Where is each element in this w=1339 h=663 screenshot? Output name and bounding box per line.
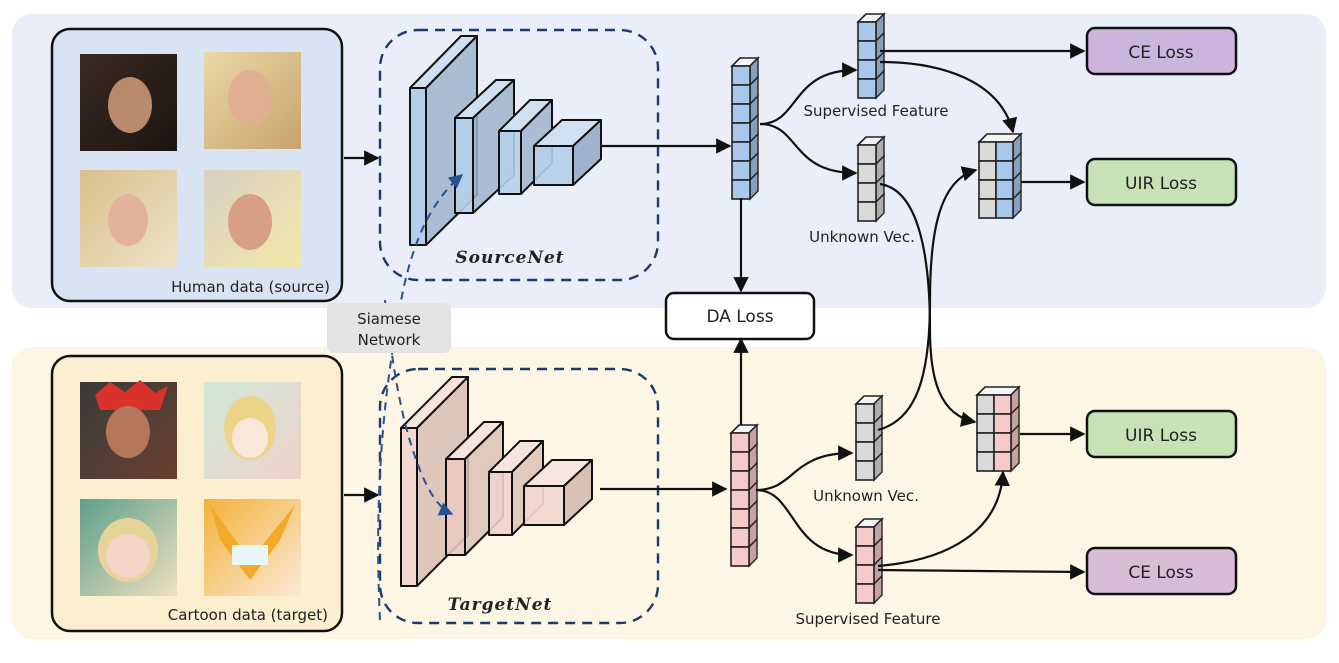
target-unknown-to-source-combined bbox=[877, 166, 978, 432]
source-supervised-feature bbox=[856, 12, 886, 100]
source-feature-vector-cell bbox=[731, 179, 751, 200]
source-uir-loss-label: UIR Loss bbox=[1125, 174, 1197, 194]
source-combined-feature-cell bbox=[995, 179, 1014, 200]
source-ce-loss-label: CE Loss bbox=[1128, 43, 1193, 63]
source-combined-feature-cell bbox=[978, 141, 997, 162]
target-combined-feature-cell bbox=[976, 451, 995, 472]
target-supervised-to-ce bbox=[877, 564, 1086, 580]
source-combined-feature-cell bbox=[995, 160, 1014, 181]
siamese-network-badge: Siamese Network bbox=[327, 303, 451, 353]
target-combined-feature-cell bbox=[976, 413, 995, 434]
target-supervised-feature-cell bbox=[855, 564, 875, 585]
source-feature-vector-cell bbox=[731, 122, 751, 143]
source-feature-vector bbox=[730, 56, 760, 201]
target-feature-vector bbox=[729, 423, 759, 568]
targetnet-container bbox=[378, 367, 660, 625]
source-supervised-feature-cell bbox=[857, 59, 877, 80]
target-combined-feature-cell bbox=[993, 432, 1012, 453]
source-supervised-feature-cell bbox=[857, 40, 877, 61]
source-feature-vector-cell bbox=[731, 160, 751, 181]
source-data-label: Human data (source) bbox=[171, 278, 330, 296]
target-unknown-vector-cell bbox=[855, 460, 875, 481]
target-uir-loss-label: UIR Loss bbox=[1125, 426, 1197, 446]
sourcenet-layers bbox=[409, 35, 602, 246]
target-supervised-label: Supervised Feature bbox=[795, 610, 940, 628]
source-unknown-vector bbox=[856, 135, 886, 223]
source-supervised-feature-cell bbox=[857, 21, 877, 42]
source-data-box: Human data (source) bbox=[50, 27, 344, 303]
source-supervised-label: Supervised Feature bbox=[803, 102, 948, 120]
sourcenet-container bbox=[378, 28, 660, 282]
sourcenet-label: SourceNet bbox=[455, 248, 564, 268]
target-unknown-vector-cell bbox=[855, 403, 875, 424]
source-feature-vector-cell bbox=[731, 84, 751, 105]
target-combined-feature bbox=[975, 385, 1021, 473]
target-branch-supervised bbox=[755, 488, 854, 563]
source-combined-feature-cell bbox=[978, 198, 997, 219]
target-uir-loss-box: UIR Loss bbox=[1085, 409, 1238, 459]
target-supervised-to-combined bbox=[877, 470, 1010, 568]
target-combined-feature-cell bbox=[993, 413, 1012, 434]
source-unknown-vector-cell bbox=[857, 144, 877, 165]
target-supervised-feature-cell bbox=[855, 526, 875, 547]
target-unknown-vector bbox=[854, 394, 884, 482]
target-feature-vector-cell bbox=[730, 527, 750, 548]
target-feature-vector-cell bbox=[730, 508, 750, 529]
source-branch-supervised bbox=[759, 62, 858, 126]
target-data-box: Cartoon data (target) bbox=[50, 354, 344, 633]
source-feature-vector-cell bbox=[731, 65, 751, 86]
target-supervised-feature-cell bbox=[855, 583, 875, 604]
target-combined-feature-cell bbox=[976, 432, 995, 453]
siamese-label-line2: Network bbox=[358, 331, 421, 349]
source-feature-vector-cell bbox=[731, 103, 751, 124]
target-unknown-vector-cell bbox=[855, 422, 875, 443]
source-ce-loss-box: CE Loss bbox=[1085, 26, 1238, 76]
siamese-label-line1: Siamese bbox=[357, 310, 421, 328]
source-unknown-vector-cell bbox=[857, 201, 877, 222]
source-combined-feature-cell bbox=[995, 198, 1014, 219]
source-combined-feature bbox=[977, 132, 1023, 220]
target-combined-feature-cell bbox=[993, 451, 1012, 472]
target-unknown-label: Unknown Vec. bbox=[813, 487, 919, 505]
target-feature-vector-cell bbox=[730, 432, 750, 453]
da-loss-box: DA Loss bbox=[664, 291, 816, 341]
target-feature-vector-cell bbox=[730, 470, 750, 491]
sourcenet-layer-4 bbox=[533, 119, 602, 186]
target-data-label: Cartoon data (target) bbox=[168, 606, 328, 624]
targetnet-label: TargetNet bbox=[448, 595, 553, 615]
da-loss-label: DA Loss bbox=[706, 307, 773, 327]
source-unknown-vector-cell bbox=[857, 163, 877, 184]
target-supervised-feature-cell bbox=[855, 545, 875, 566]
target-ce-loss-label: CE Loss bbox=[1128, 563, 1193, 583]
targetnet-layer-4 bbox=[523, 459, 593, 526]
target-combined-feature-cell bbox=[993, 394, 1012, 415]
source-unknown-label: Unknown Vec. bbox=[809, 228, 915, 246]
target-branch-unknown bbox=[755, 445, 854, 492]
source-combined-feature-cell bbox=[978, 160, 997, 181]
source-unknown-vector-cell bbox=[857, 182, 877, 203]
source-branch-unknown bbox=[759, 122, 858, 181]
target-supervised-feature bbox=[854, 517, 884, 605]
source-supervised-feature-cell bbox=[857, 78, 877, 99]
source-combined-feature-cell bbox=[995, 141, 1014, 162]
target-feature-vector-cell bbox=[730, 546, 750, 567]
target-unknown-vector-cell bbox=[855, 441, 875, 462]
target-feature-vector-cell bbox=[730, 489, 750, 510]
source-feature-vector-cell bbox=[731, 141, 751, 162]
source-combined-feature-cell bbox=[978, 179, 997, 200]
source-supervised-to-combined bbox=[879, 60, 1018, 134]
target-combined-feature-cell bbox=[976, 394, 995, 415]
target-feature-vector-cell bbox=[730, 451, 750, 472]
targetnet-layers bbox=[400, 376, 593, 587]
source-uir-loss-box: UIR Loss bbox=[1085, 157, 1238, 207]
target-ce-loss-box: CE Loss bbox=[1085, 546, 1238, 596]
